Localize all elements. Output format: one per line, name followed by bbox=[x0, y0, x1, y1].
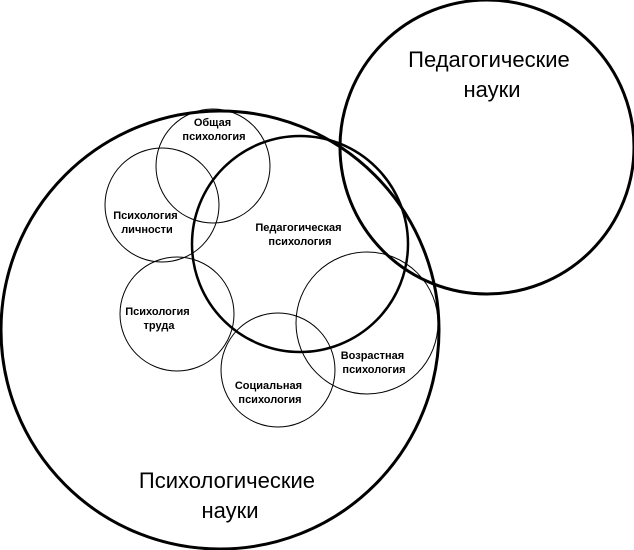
labor-psych-circle bbox=[119, 256, 235, 372]
ped-sciences-circle bbox=[338, 0, 634, 296]
social-psych-label-line2: психология bbox=[238, 394, 301, 406]
personality-psych-label-line1: Психология bbox=[113, 210, 177, 222]
age-psych-label-line1: Возрастная bbox=[341, 350, 405, 362]
psych-sciences-label-line1: Психологические bbox=[139, 468, 315, 493]
general-psych-label-line1: Общая bbox=[194, 117, 231, 129]
labor-psych-label-line1: Психология bbox=[125, 306, 189, 318]
personality-psych-label-line2: личности bbox=[121, 224, 173, 236]
ped-psych-circle bbox=[190, 134, 410, 354]
age-psych-label: Возрастная психология bbox=[341, 350, 408, 376]
ped-psych-label: Педагогическая психология bbox=[255, 222, 344, 248]
ped-psych-label-line2: психология bbox=[268, 236, 331, 248]
social-psych-circle bbox=[220, 312, 336, 428]
general-psych-label-line2: психология bbox=[182, 131, 245, 143]
social-psych-label: Социальная психология bbox=[235, 380, 305, 406]
personality-psych-circle bbox=[104, 147, 220, 263]
ped-sciences-label-line2: науки bbox=[463, 77, 520, 102]
general-psych-circle bbox=[155, 108, 271, 224]
psych-sciences-label-line2: науки bbox=[201, 498, 258, 523]
social-psych-label-line1: Социальная bbox=[235, 380, 302, 392]
labor-psych-label-line2: труда bbox=[144, 320, 176, 332]
ped-psych-label-line1: Педагогическая bbox=[255, 222, 341, 234]
ped-sciences-label-line1: Педагогические bbox=[408, 47, 570, 72]
age-psych-circle bbox=[295, 251, 439, 395]
psych-sciences-label: Психологические науки bbox=[139, 468, 321, 523]
general-psych-label: Общая психология bbox=[182, 117, 245, 143]
personality-psych-label: Психология личности bbox=[113, 210, 180, 236]
labor-psych-label: Психология труда bbox=[125, 306, 192, 332]
ped-sciences-label: Педагогические науки bbox=[408, 47, 576, 102]
psych-sciences-circle bbox=[0, 109, 441, 550]
age-psych-label-line2: психология bbox=[342, 364, 405, 376]
